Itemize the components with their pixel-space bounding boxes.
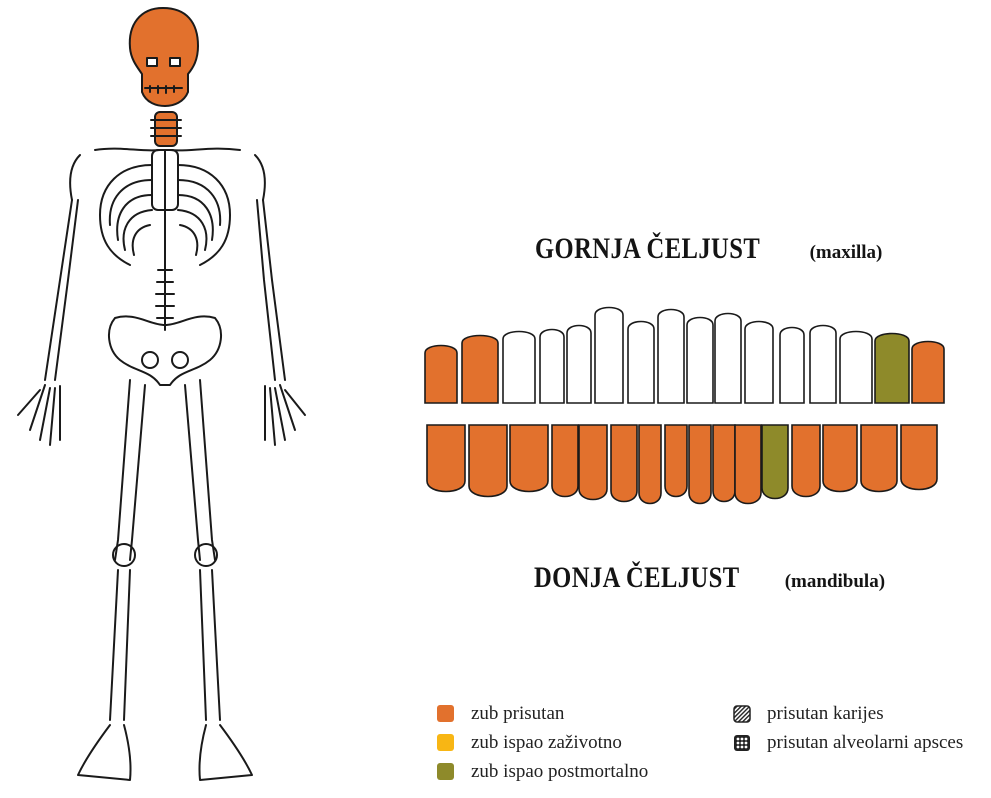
- legend-label: zub ispao zaživotno: [471, 732, 622, 754]
- skeleton-illustration: [0, 0, 380, 798]
- maxilla-title-main: GORNJA ČELJUST: [535, 232, 760, 266]
- legend-label: zub ispao postmortalno: [471, 761, 648, 783]
- dotted-grid-square-icon: [733, 734, 751, 752]
- legend-item-lost-postmortem: zub ispao postmortalno: [437, 757, 648, 786]
- mandibula-tooth: [469, 425, 507, 497]
- maxilla-title-latin: (maxilla): [810, 242, 883, 263]
- legend-item-present: zub prisutan: [437, 699, 648, 728]
- maxilla-tooth: [503, 332, 535, 404]
- mandibula-tooth: [579, 425, 607, 500]
- mandibula-tooth: [861, 425, 897, 492]
- mandibula-title: DONJA ČELJUST (mandibula): [534, 561, 885, 595]
- maxilla-tooth: [810, 326, 836, 404]
- mandibula-tooth: [510, 425, 548, 492]
- maxilla-title: GORNJA ČELJUST (maxilla): [535, 232, 882, 266]
- maxilla-tooth: [912, 342, 944, 404]
- mandibula-tooth: [427, 425, 465, 492]
- mandibula-tooth: [611, 425, 637, 502]
- mandibula-tooth: [713, 425, 735, 502]
- swatch-present: [437, 705, 454, 722]
- mandibula-tooth: [735, 425, 761, 504]
- skull: [130, 8, 198, 106]
- maxilla-tooth: [540, 330, 564, 404]
- maxilla-tooth: [567, 326, 591, 404]
- maxilla-tooth: [745, 322, 773, 404]
- hatched-square-icon: [733, 705, 751, 723]
- mandibula-tooth: [639, 425, 661, 504]
- maxilla-tooth: [780, 328, 804, 404]
- legend-label: prisutan alveolarni apsces: [767, 732, 963, 754]
- mandibula-tooth: [762, 425, 788, 499]
- legend-status: zub prisutan zub ispao zaživotno zub isp…: [437, 699, 648, 786]
- mandibula-title-main: DONJA ČELJUST: [534, 561, 740, 595]
- maxilla-tooth: [840, 332, 872, 404]
- maxilla-tooth: [595, 308, 623, 404]
- dental-chart: [415, 295, 955, 515]
- maxilla-tooth: [715, 314, 741, 404]
- maxilla-tooth: [687, 318, 713, 404]
- mandibula-tooth: [552, 425, 578, 497]
- mandibula-tooth: [689, 425, 711, 504]
- mandibula-tooth: [665, 425, 687, 497]
- swatch-lost-postmortem: [437, 763, 454, 780]
- mandibula-title-latin: (mandibula): [785, 571, 885, 592]
- legend-label: zub prisutan: [471, 703, 564, 725]
- mandibula-tooth: [792, 425, 820, 497]
- maxilla-tooth: [462, 336, 498, 404]
- maxilla-tooth: [658, 310, 684, 404]
- legend-item-caries: prisutan karijes: [733, 699, 963, 728]
- maxilla-tooth: [425, 346, 457, 404]
- swatch-lost-antemortem: [437, 734, 454, 751]
- mandibula-tooth: [823, 425, 857, 492]
- maxilla-tooth: [628, 322, 654, 404]
- maxilla-tooth: [875, 334, 909, 404]
- legend-pathology: prisutan karijes prisutan alveolarni aps…: [733, 699, 963, 757]
- legend-label: prisutan karijes: [767, 703, 884, 725]
- legend-item-lost-antemortem: zub ispao zaživotno: [437, 728, 648, 757]
- legend-item-abscess: prisutan alveolarni apsces: [733, 728, 963, 757]
- mandibula-tooth: [901, 425, 937, 490]
